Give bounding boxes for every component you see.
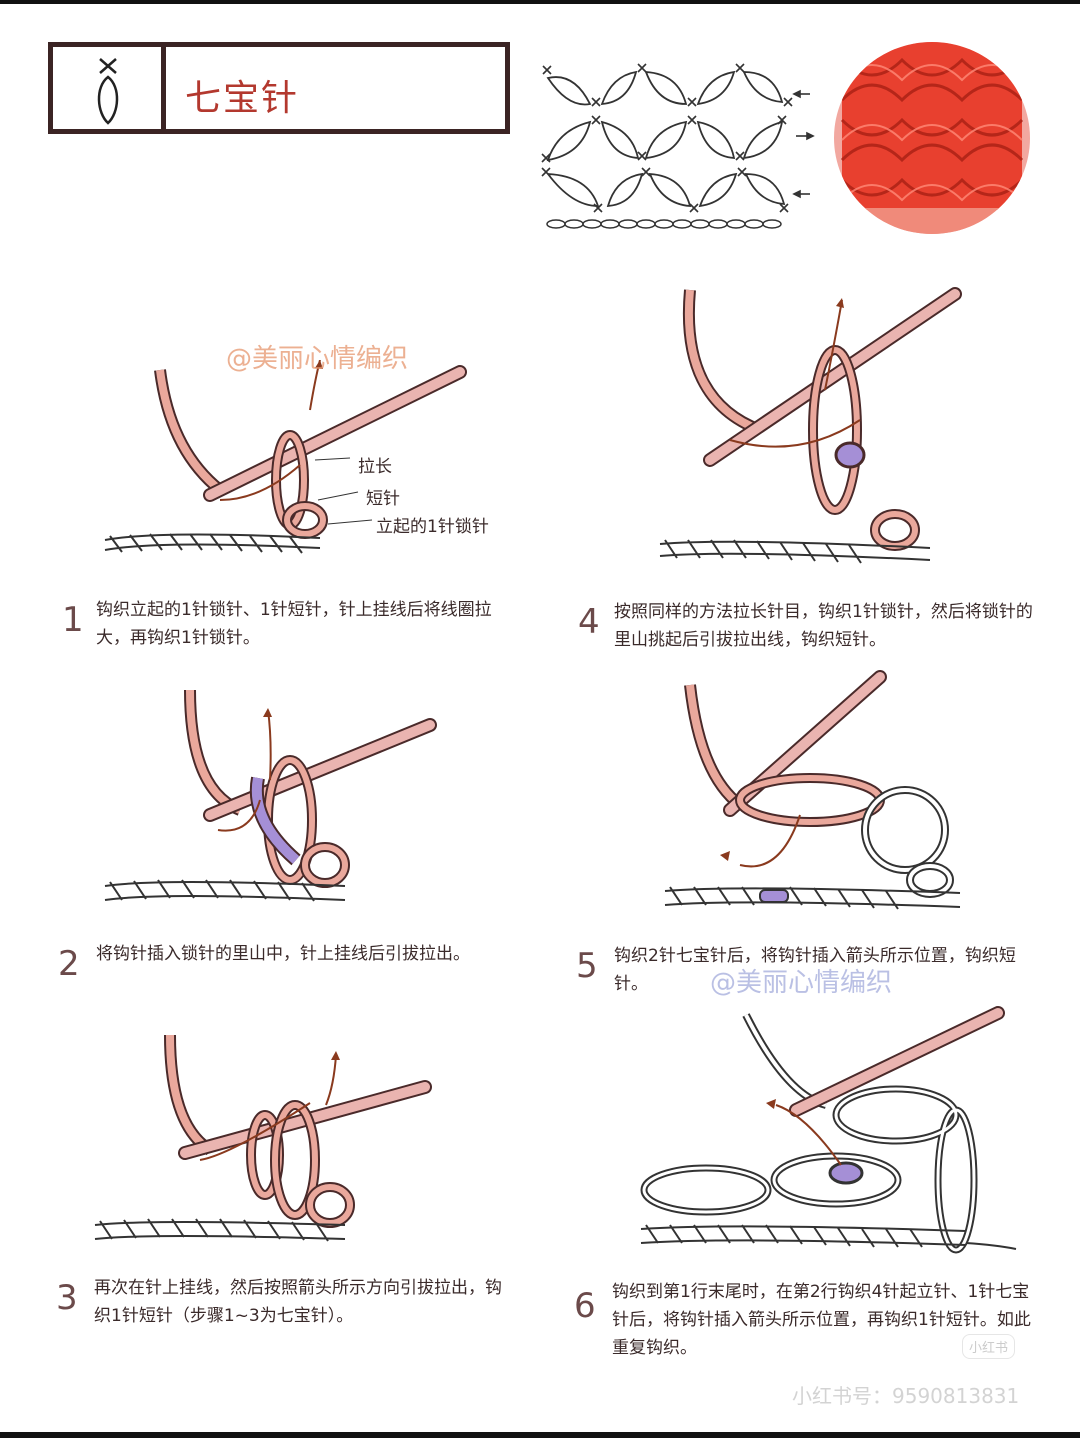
step-3-number: 3 xyxy=(56,1278,78,1318)
step-1-text: 钩织立起的1针锁针、1针短针，针上挂线后将线圈拉大，再钩织1针锁针。 xyxy=(96,600,492,648)
title-box: 七宝针 xyxy=(48,42,510,134)
step-5-number: 5 xyxy=(576,946,598,986)
step-6-number: 6 xyxy=(574,1286,596,1326)
step-4-text: 按照同样的方法拉长针目，钩织1针锁针，然后将锁针的里山挑起后引拔拉出线，钩织短针… xyxy=(614,602,1033,650)
step-1-illustration xyxy=(104,360,467,554)
seven-treasure-stitch-symbol-icon xyxy=(97,58,119,125)
label-pull-long: 拉长 xyxy=(358,457,392,477)
step-5-illustration xyxy=(664,670,961,910)
step-2-illustration xyxy=(104,689,437,902)
footer-logo: 小红书 xyxy=(962,1334,1016,1359)
step-5-text: 钩织2针七宝针后，将钩针插入箭头所示位置，钩织短针。 xyxy=(614,946,1016,994)
step-6-illustration xyxy=(640,1006,1017,1254)
label-turning-chain: 立起的1针锁针 xyxy=(376,517,489,537)
step-2-text: 将钩针插入锁针的里山中，针上挂线后引拔拉出。 xyxy=(96,944,470,964)
bottom-border xyxy=(0,1432,1080,1438)
stitch-chart xyxy=(541,63,815,229)
top-border xyxy=(0,0,1080,4)
step-4-illustration xyxy=(659,287,962,564)
page-title: 七宝针 xyxy=(185,78,300,119)
step-2-number: 2 xyxy=(58,944,80,984)
title-divider xyxy=(161,47,166,129)
footer-watermark: 小红书号：9590813831 xyxy=(792,1384,1020,1408)
step-3-illustration xyxy=(94,1034,432,1242)
step-1-number: 1 xyxy=(62,600,84,640)
step-4-number: 4 xyxy=(578,602,600,642)
step-3-text: 再次在针上挂线，然后按照箭头所示方向引拔拉出，钩织1针短针（步骤1~3为七宝针）… xyxy=(94,1278,502,1326)
step-6-text: 钩织到第1行末尾时，在第2行钩织4针起立针、1针七宝针后，将钩针插入箭头所示位置… xyxy=(612,1282,1031,1358)
watermark-middle: @美丽心情编织 xyxy=(710,968,893,998)
label-single-crochet: 短针 xyxy=(366,489,400,509)
watermark-top: @美丽心情编织 xyxy=(226,344,409,374)
swatch-photo xyxy=(834,42,1030,234)
